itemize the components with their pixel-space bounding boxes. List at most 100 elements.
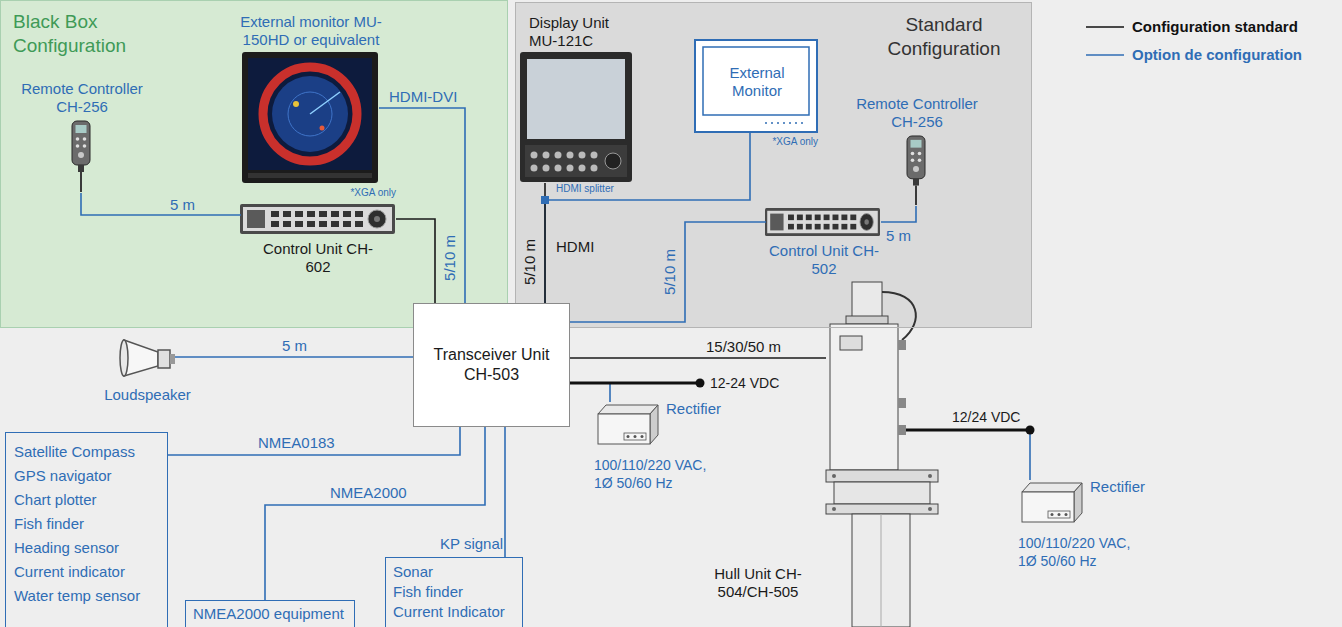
- label-slot: 12-24 VDC: [710, 375, 779, 391]
- edge-label: 5 m: [170, 196, 195, 214]
- connector: [504, 427, 506, 557]
- node-label: Remote Controller CH-256: [842, 95, 992, 131]
- legend-line: [1086, 54, 1124, 56]
- connector: [881, 206, 916, 222]
- label-slot: 5 m: [282, 337, 307, 355]
- edge-label: NMEA0183: [258, 434, 335, 452]
- config-panel: Black Box ConfigurationExternal monitor …: [0, 0, 508, 328]
- node-label: NMEA2000 equipment: [193, 605, 344, 623]
- monitor-illustration: [242, 52, 378, 183]
- edge-label: HDMI: [556, 238, 594, 256]
- power-wire: [906, 429, 1030, 432]
- node-note: *XGA only: [350, 187, 396, 199]
- label-slot: Loudspeaker: [100, 386, 195, 404]
- label-slot: Hull Unit CH-504/CH-505: [698, 565, 818, 601]
- label-slot: 5/10 m: [521, 239, 539, 285]
- node-note: GPS navigator: [14, 464, 112, 488]
- edge-label: 5/10 m: [661, 249, 679, 295]
- label-slot: NMEA0183: [258, 434, 335, 452]
- edge-label: NMEA2000: [330, 484, 407, 502]
- panel-fill: [515, 2, 1032, 328]
- node-note: Current indicator: [14, 560, 125, 584]
- connector: [81, 193, 241, 215]
- node-note: 100/110/220 VAC, 1Ø 50/60 Hz: [1018, 534, 1142, 570]
- label-slot: NMEA2000: [330, 484, 407, 502]
- legend-slot: Configuration standard: [1132, 18, 1298, 36]
- label-slot: Display Unit MU-121C: [529, 14, 641, 50]
- node-note: Fish finder: [393, 582, 463, 602]
- cable-label: 5/10 m: [521, 239, 539, 285]
- rectifier-illustration: [598, 405, 658, 444]
- node-label: Remote Controller CH-256: [7, 80, 157, 116]
- label-slot: Standard Configuration: [869, 13, 1019, 61]
- control-unit-illustration: [765, 208, 880, 236]
- device: Display Unit MU-121C: [521, 53, 633, 183]
- node-label: External Monitor: [709, 64, 805, 100]
- label-slot: KP signal: [440, 535, 503, 553]
- remote-illustration: [72, 121, 90, 192]
- label-slot: HDMI: [556, 238, 594, 256]
- terminal-dot: [1026, 426, 1035, 435]
- label-slot: 100/110/220 VAC, 1Ø 50/60 Hz: [594, 456, 718, 492]
- config-panel: Standard ConfigurationDisplay Unit MU-12…: [515, 2, 1032, 328]
- label-slot: Control Unit CH-502: [764, 242, 884, 278]
- label-slot: 5/10 m: [441, 235, 459, 281]
- node-note: Chart plotter: [14, 488, 97, 512]
- edge-label: HDMI-DVI: [389, 88, 457, 106]
- connector: [265, 427, 485, 600]
- node-label: Black Box Configuration: [13, 10, 163, 58]
- device: Loudspeaker: [120, 338, 175, 378]
- node-label: Standard Configuration: [869, 13, 1019, 61]
- device: Rectifier100/110/220 VAC, 1Ø 50/60 Hz: [596, 402, 660, 446]
- node-label: Rectifier: [666, 400, 721, 418]
- node-note: Fish finder: [14, 512, 84, 536]
- connector: [379, 108, 465, 303]
- device: Remote Controller CH-256: [907, 136, 927, 206]
- node-label: Transceiver Unit CH-503: [422, 345, 561, 385]
- label-slot: Rectifier: [666, 400, 721, 418]
- rectifier-illustration: [1022, 483, 1082, 522]
- list-box: Satellite CompassGPS navigatorChart plot…: [5, 432, 168, 627]
- connector: [396, 219, 435, 303]
- label-slot: 100/110/220 VAC, 1Ø 50/60 Hz: [1018, 534, 1142, 570]
- device: Control Unit CH-602: [241, 205, 396, 235]
- connector: [175, 356, 413, 358]
- node-label: Hull Unit CH-504/CH-505: [698, 565, 818, 601]
- node-note: 100/110/220 VAC, 1Ø 50/60 Hz: [594, 456, 718, 492]
- node-note: *XGA only: [772, 136, 818, 148]
- node-label: Loudspeaker: [100, 386, 195, 404]
- terminal-dot: [696, 379, 705, 388]
- label-slot: Remote Controller CH-256: [842, 95, 992, 131]
- node-label: Sonar: [393, 562, 433, 582]
- monitor-box: External Monitor*XGA only: [696, 41, 818, 133]
- device: External monitor MU-150HD or equivalent*…: [243, 53, 379, 184]
- device: Hull Unit CH-504/CH-505: [826, 280, 938, 627]
- monitor-outline: [695, 40, 817, 132]
- process-box: Transceiver Unit CH-503: [413, 303, 570, 427]
- edge-label: 15/30/50 m: [706, 338, 781, 356]
- hull-unit-illustration: [826, 282, 938, 627]
- label-slot: Black Box Configuration: [13, 10, 163, 58]
- node-label: Satellite Compass: [14, 440, 135, 464]
- panel-fill: [0, 0, 508, 328]
- node-note: Current Indicator: [393, 602, 505, 622]
- legend-label: Configuration standard: [1132, 18, 1298, 36]
- label-slot: 15/30/50 m: [706, 338, 781, 356]
- label-slot: Remote Controller CH-256: [7, 80, 157, 116]
- node-label: External monitor MU-150HD or equivalent: [221, 13, 401, 49]
- legend-line: [1086, 26, 1124, 28]
- label-slot: *XGA only: [350, 187, 396, 199]
- device: Remote Controller CH-256: [72, 121, 92, 193]
- device: Rectifier100/110/220 VAC, 1Ø 50/60 Hz: [1020, 480, 1084, 524]
- edge-label: KP signal: [440, 535, 503, 553]
- cable-label: 12-24 VDC: [710, 375, 779, 391]
- connector: [545, 133, 750, 303]
- list-box: NMEA2000 equipment: [185, 600, 355, 627]
- remote-illustration: [907, 136, 925, 205]
- power-wire: [570, 382, 700, 385]
- list-box: SonarFish finderCurrent Indicator: [385, 557, 523, 627]
- label-slot: External Monitor: [709, 49, 805, 115]
- node-label: Control Unit CH-602: [258, 240, 378, 276]
